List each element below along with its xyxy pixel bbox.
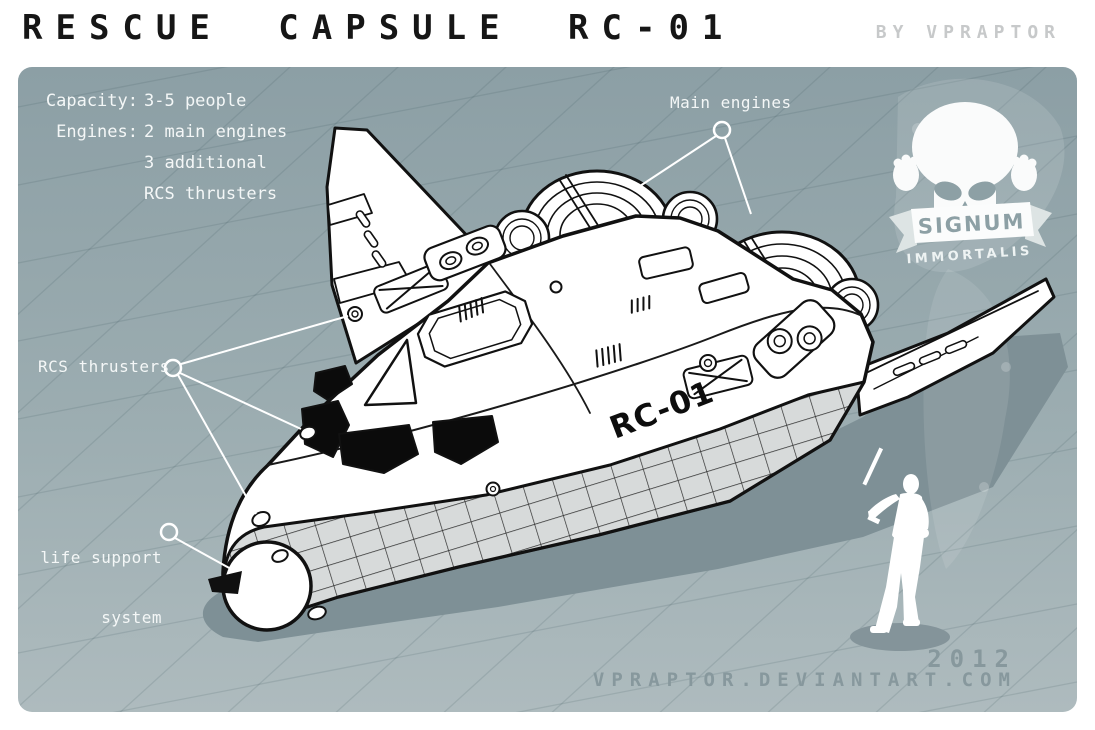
rcs-thrusters-label: RCS thrusters (38, 357, 170, 376)
main-engines-label: Main engines (670, 93, 792, 112)
signum-emblem: SIGNUM IMMORTALIS (889, 102, 1052, 267)
vent-grilles (458, 295, 651, 368)
spacecraft: RC-01 (208, 126, 1056, 632)
rcs-callout-line (163, 315, 349, 515)
deck-hatches (638, 246, 750, 305)
x-hatch-1 (373, 262, 449, 314)
spec-label (30, 184, 138, 204)
canopy-windows (301, 365, 499, 474)
service-hatch (416, 290, 534, 368)
nose-fin (363, 338, 418, 407)
thruster-plate-1 (423, 224, 507, 282)
year-label: 2012 (927, 645, 1017, 673)
thruster-plate-2 (752, 299, 836, 379)
main-engines-callout-line (636, 120, 752, 215)
skull-icon (893, 102, 1037, 229)
banner-text: SIGNUM (917, 209, 1026, 239)
website-label: VPRAPTOR.DEVIANTART.COM (592, 669, 1017, 691)
scale-figure (862, 447, 929, 633)
spec-label: Engines: (56, 122, 138, 142)
life-support-line1: life support (40, 548, 162, 567)
spec-value: 3-5 people (144, 91, 247, 111)
spec-value: 2 main engines (144, 122, 288, 142)
ship-illustration: RC-01 (18, 67, 1077, 712)
spec-label: Capacity: (45, 91, 138, 111)
nose-intake (208, 571, 242, 594)
rifle-icon (862, 447, 884, 486)
spec-value: RCS thrusters (144, 184, 278, 204)
spec-block: Capacity: 3-5 people Engines: 2 main eng… (30, 91, 287, 204)
life-support-callout-line (159, 522, 232, 570)
spec-value: 3 additional (144, 153, 267, 173)
blueprint-panel: RC-01 (18, 67, 1077, 712)
signum-banner: SIGNUM IMMORTALIS (889, 202, 1052, 267)
life-support-label: life support system (36, 508, 162, 668)
spec-label (30, 153, 138, 173)
author-byline: by vpRaptor (875, 22, 1061, 43)
life-support-line2: system (101, 608, 162, 627)
right-wing (854, 277, 1056, 417)
callout-lines (159, 120, 752, 570)
page-title: RESCUE CAPSULE RC-01 (22, 8, 736, 48)
portholes (251, 280, 717, 621)
